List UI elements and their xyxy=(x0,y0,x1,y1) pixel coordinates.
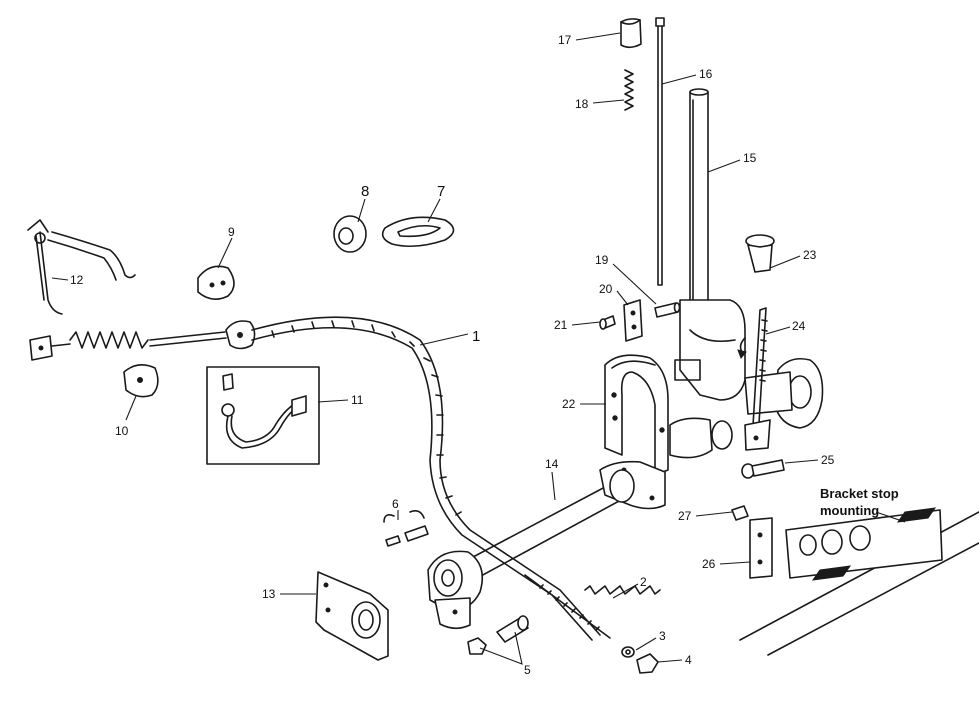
callout-23[interactable]: 23 xyxy=(769,248,817,269)
svg-text:16: 16 xyxy=(699,67,713,81)
svg-text:4: 4 xyxy=(685,653,692,667)
part-clevis xyxy=(467,615,529,655)
part-pin-19 xyxy=(654,302,681,318)
callout-13[interactable]: 13 xyxy=(262,587,316,601)
callout-4[interactable]: 4 xyxy=(657,653,692,667)
callout-7[interactable]: 7 xyxy=(427,183,445,223)
callout-2[interactable]: 2 xyxy=(612,575,647,599)
part-screw-21 xyxy=(599,315,616,330)
part-small-spring xyxy=(624,69,634,111)
part-right-flange xyxy=(744,357,824,429)
svg-text:17: 17 xyxy=(558,33,572,47)
callout-14[interactable]: 14 xyxy=(545,457,559,501)
callout-17[interactable]: 17 xyxy=(558,32,621,47)
part-chassis-rail xyxy=(739,507,979,656)
callout-18[interactable]: 18 xyxy=(575,97,625,111)
svg-text:1: 1 xyxy=(472,328,480,345)
svg-text:23: 23 xyxy=(803,248,817,262)
callout-21[interactable]: 21 xyxy=(554,318,601,332)
callout-1[interactable]: 1 xyxy=(419,328,480,346)
callout-26[interactable]: 26 xyxy=(702,557,751,571)
bracket-stop-note: Bracket stop mounting xyxy=(820,486,906,523)
svg-text:20: 20 xyxy=(599,282,613,296)
svg-text:19: 19 xyxy=(595,253,609,267)
svg-text:3: 3 xyxy=(659,629,666,643)
part-bolt-25 xyxy=(741,459,785,479)
part-cross-shaft xyxy=(427,460,666,630)
part-boxed-assembly xyxy=(206,366,320,465)
callout-6[interactable]: 6 xyxy=(392,497,399,520)
note-line-1: Bracket stop xyxy=(820,486,899,501)
svg-text:13: 13 xyxy=(262,587,276,601)
part-stop-bracket xyxy=(731,505,773,579)
part-mount-bracket xyxy=(315,571,389,661)
part-thin-rod xyxy=(655,17,665,286)
svg-text:24: 24 xyxy=(792,319,806,333)
callout-10[interactable]: 10 xyxy=(115,395,137,438)
svg-text:8: 8 xyxy=(361,183,369,200)
part-pin-assembly xyxy=(383,510,429,547)
part-adjuster-rod xyxy=(737,307,771,451)
svg-text:27: 27 xyxy=(678,509,692,523)
svg-text:14: 14 xyxy=(545,457,559,471)
note-line-2: mounting xyxy=(820,503,879,518)
part-plate-20 xyxy=(623,299,643,342)
callout-19[interactable]: 19 xyxy=(595,253,657,305)
svg-text:11: 11 xyxy=(351,393,364,407)
svg-text:21: 21 xyxy=(554,318,568,332)
svg-text:25: 25 xyxy=(821,453,835,467)
part-plate-9 xyxy=(197,265,235,300)
svg-text:26: 26 xyxy=(702,557,716,571)
svg-text:5: 5 xyxy=(524,663,531,677)
callout-16[interactable]: 16 xyxy=(661,67,713,85)
svg-text:15: 15 xyxy=(743,151,757,165)
part-washer xyxy=(621,646,635,658)
callout-15[interactable]: 15 xyxy=(707,151,757,173)
part-lever-cap xyxy=(745,234,775,273)
callout-25[interactable]: 25 xyxy=(784,453,835,467)
part-return-spring xyxy=(524,574,661,639)
callout-3[interactable]: 3 xyxy=(635,629,666,651)
callout-11[interactable]: 11 xyxy=(317,393,364,407)
svg-text:2: 2 xyxy=(640,575,647,589)
part-knob xyxy=(620,18,642,49)
callout-24[interactable]: 24 xyxy=(765,319,806,335)
svg-text:12: 12 xyxy=(70,273,84,287)
part-plate-10 xyxy=(123,364,159,398)
svg-text:22: 22 xyxy=(562,397,576,411)
callout-22[interactable]: 22 xyxy=(562,397,606,411)
callout-9[interactable]: 9 xyxy=(217,225,235,269)
callout-8[interactable]: 8 xyxy=(357,183,369,223)
svg-text:9: 9 xyxy=(228,225,235,239)
part-main-housing xyxy=(604,299,746,476)
svg-text:10: 10 xyxy=(115,424,129,438)
part-clutch-cable xyxy=(29,316,601,641)
callout-5[interactable]: 5 xyxy=(479,631,531,677)
part-grommet xyxy=(381,216,455,248)
callout-27[interactable]: 27 xyxy=(678,509,733,523)
callout-12[interactable]: 12 xyxy=(51,273,84,287)
callout-20[interactable]: 20 xyxy=(599,282,629,306)
part-bush xyxy=(333,215,367,253)
svg-text:7: 7 xyxy=(437,183,445,200)
part-nut xyxy=(636,653,659,674)
part-lever-tube xyxy=(689,88,709,306)
svg-text:6: 6 xyxy=(392,497,399,511)
svg-text:18: 18 xyxy=(575,97,589,111)
part-pedal-lever xyxy=(27,219,136,315)
